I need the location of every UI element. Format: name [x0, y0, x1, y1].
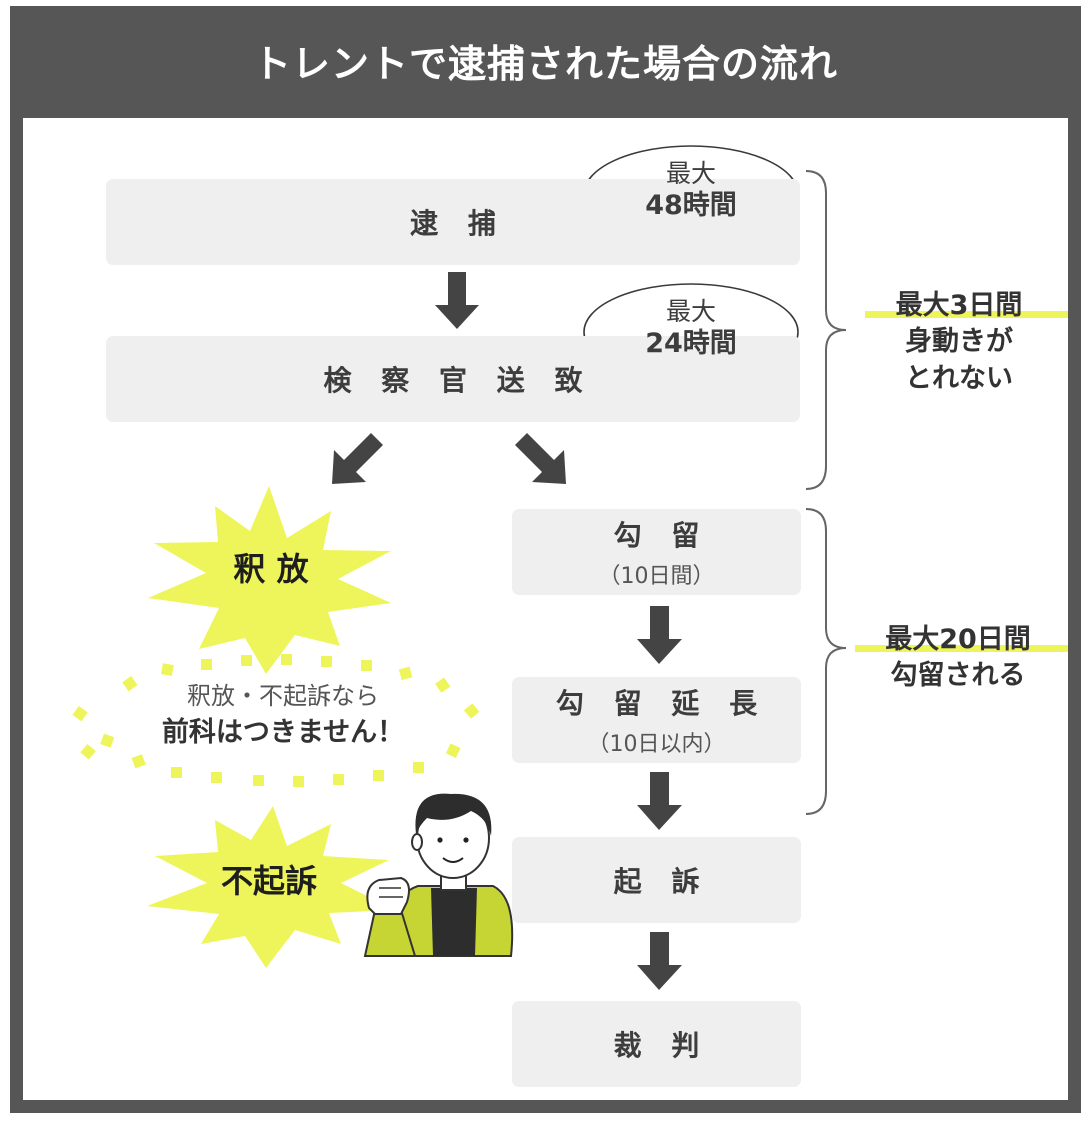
starburst-non-indictment	[147, 806, 395, 968]
diagram-panel: 逮 捕 検 察 官 送 致 勾 留 （10日間） 勾 留 延 長 （10日以内）…	[23, 118, 1068, 1100]
side-first-line3: とれない	[905, 362, 1013, 394]
note-dots	[72, 654, 480, 787]
bubble-24h-line1: 最大	[665, 297, 716, 326]
release-label: 釈 放	[233, 550, 309, 588]
diagram-frame: トレントで逮捕された場合の流れ	[10, 6, 1081, 1113]
side-label-first-period: 最大3日間 身動きが とれない	[859, 288, 1059, 397]
step-prosecution-referral: 検 察 官 送 致	[106, 336, 800, 422]
step-detention-extension: 勾 留 延 長 （10日以内）	[512, 677, 801, 763]
step-detention-sub: （10日間）	[598, 564, 715, 589]
side-label-second-period: 最大20日間 勾留される	[853, 622, 1063, 695]
highlight-second	[855, 645, 1068, 652]
arrow-detention-to-extension	[637, 606, 682, 664]
arrow-extension-to-indictment	[637, 772, 682, 830]
step-extension-sub: （10日以内）	[587, 732, 726, 757]
arrow-to-release	[332, 433, 383, 484]
side-second-line2: 勾留される	[890, 660, 1026, 692]
bubble-48h-line1: 最大	[665, 159, 716, 188]
bubble-24h-text: 最大 24時間	[603, 296, 779, 361]
step-detention: 勾 留 （10日間）	[512, 509, 801, 595]
diagram-artwork	[72, 145, 1068, 990]
side-second-line1: 最大20日間	[885, 624, 1031, 655]
no-record-note: 釈放・不起訴なら 前科はつきません！	[103, 680, 463, 751]
step-referral-label: 検 察 官 送 致	[323, 364, 593, 397]
step-trial-label: 裁 判	[613, 1029, 710, 1062]
non-indictment-label: 不起訴	[220, 862, 317, 900]
bubble-48h-line2: 48時間	[645, 190, 737, 222]
arrow-arrest-to-referral	[435, 272, 479, 329]
brace-second-period	[805, 508, 847, 815]
highlight-first	[865, 311, 1068, 318]
diagram-title: トレントで逮捕された場合の流れ	[252, 41, 838, 86]
step-indictment: 起 訴	[512, 837, 801, 923]
step-arrest-label: 逮 捕	[410, 207, 506, 240]
arrow-to-detention	[515, 433, 566, 484]
step-trial: 裁 判	[512, 1001, 801, 1087]
step-indictment-label: 起 訴	[613, 865, 710, 898]
brace-first-period	[805, 170, 847, 490]
step-detention-label: 勾 留	[613, 519, 710, 552]
side-first-line2: 身動きが	[905, 326, 1013, 358]
bubble-24h-line2: 24時間	[645, 328, 737, 360]
person-illustration	[363, 793, 514, 957]
bubble-48h-text: 最大 48時間	[603, 158, 779, 223]
step-arrest: 逮 捕	[106, 179, 800, 265]
side-first-line1: 最大3日間	[895, 290, 1023, 321]
note-line1: 釈放・不起訴なら	[187, 682, 379, 710]
step-extension-label: 勾 留 延 長	[555, 687, 768, 720]
note-line2: 前科はつきません！	[161, 716, 405, 748]
arrow-indictment-to-trial	[637, 932, 682, 990]
starburst-release	[148, 486, 391, 674]
